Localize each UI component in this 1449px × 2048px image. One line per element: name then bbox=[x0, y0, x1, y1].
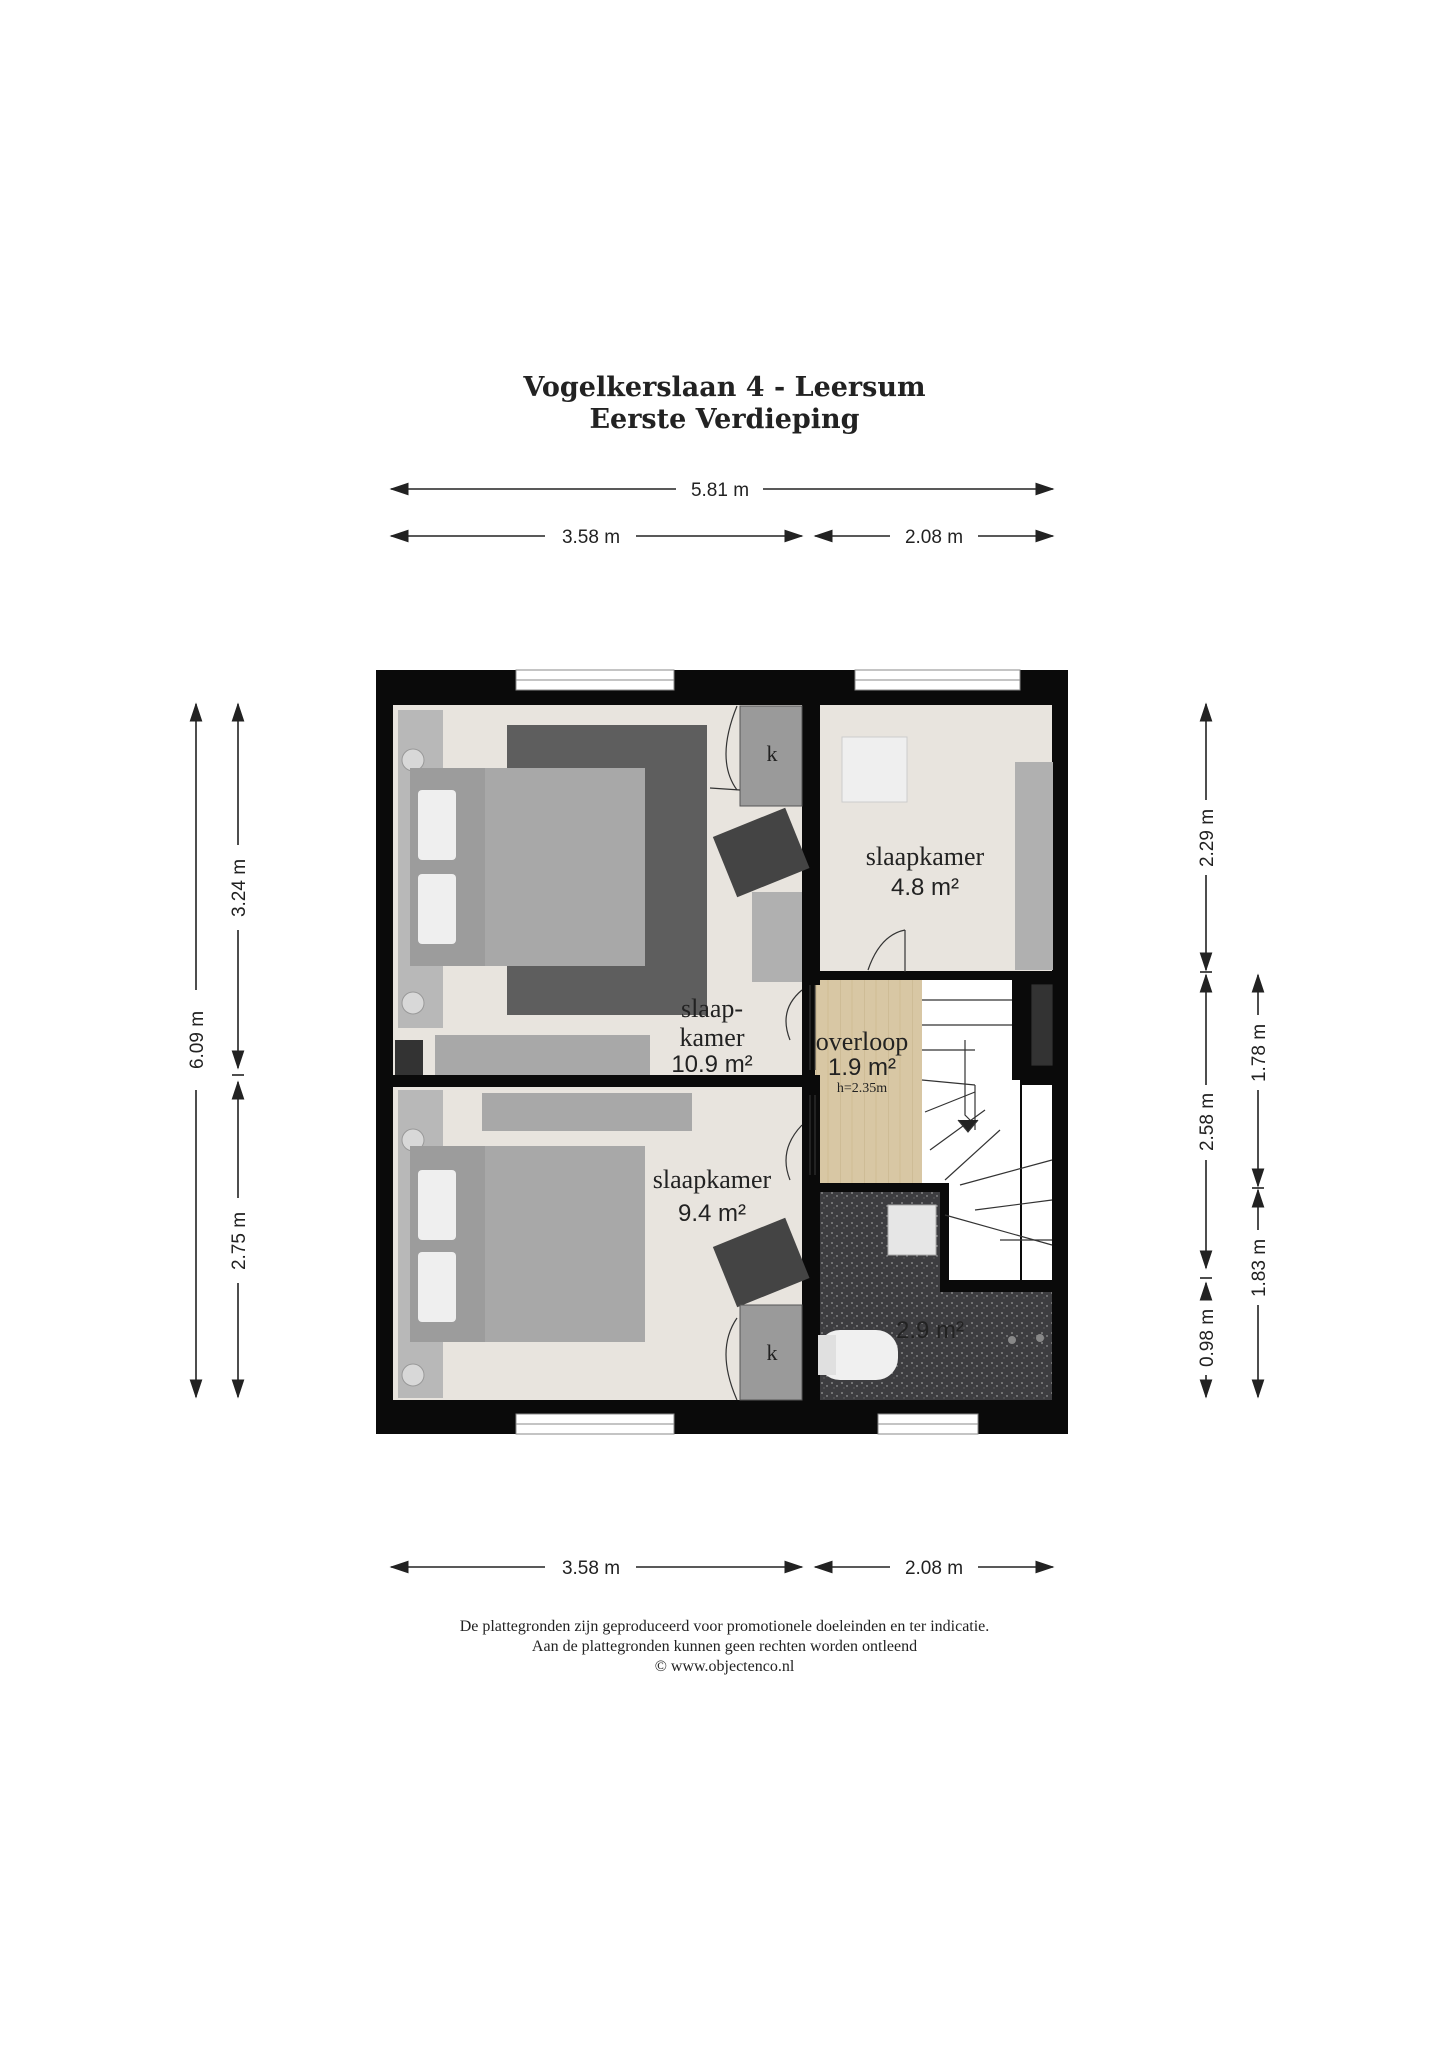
sink bbox=[887, 1204, 937, 1256]
bathroom-fixtures bbox=[818, 1204, 1044, 1380]
bedroom-large-label-2: kamer bbox=[680, 1023, 745, 1052]
bedroom-small-area: 4.8 m² bbox=[891, 874, 959, 901]
closet-bottom bbox=[739, 1304, 803, 1401]
wardrobe bbox=[435, 1035, 650, 1075]
bedroom-small-furniture bbox=[841, 736, 1053, 972]
dim-left-upper: 3.24 m bbox=[229, 859, 250, 917]
pillow bbox=[418, 1252, 456, 1322]
dim-left-lower: 2.75 m bbox=[229, 1212, 250, 1270]
dim-right-outer-upper: 1.78 m bbox=[1249, 1024, 1270, 1082]
disclaimer-line-2: Aan de plattegronden kunnen geen rechten… bbox=[531, 1638, 918, 1655]
pillow bbox=[418, 790, 456, 860]
bedroom-lower-label: slaapkamer bbox=[653, 1165, 772, 1194]
nightstand bbox=[841, 736, 908, 803]
radiator bbox=[395, 1040, 423, 1075]
armchair bbox=[712, 807, 810, 898]
landing-label: overloop bbox=[816, 1027, 908, 1056]
staircase bbox=[921, 984, 1053, 1246]
pillow bbox=[418, 874, 456, 944]
floor-title: Eerste Verdieping bbox=[589, 404, 860, 435]
dim-bottom-right: 2.08 m bbox=[905, 1558, 963, 1579]
landing-doors bbox=[809, 985, 816, 1175]
closet-top bbox=[739, 705, 803, 807]
dim-bottom-left: 3.58 m bbox=[562, 1558, 620, 1579]
dim-top-total: 5.81 m bbox=[691, 480, 749, 501]
dimension-labels: 5.81 m 3.58 m 2.08 m 3.58 m 2.08 m 6.09 … bbox=[187, 480, 1270, 1579]
bedroom-lower-area: 9.4 m² bbox=[678, 1200, 746, 1227]
windows bbox=[515, 669, 1021, 1435]
dimension-lines bbox=[189, 482, 1265, 1574]
bedroom-large-furniture bbox=[395, 705, 810, 1075]
dim-top-right: 2.08 m bbox=[905, 527, 963, 548]
bedroom-large-area: 10.9 m² bbox=[671, 1051, 752, 1078]
bedroom-small-label: slaapkamer bbox=[866, 842, 985, 871]
dim-left-total: 6.09 m bbox=[187, 1011, 208, 1069]
armchair bbox=[712, 1217, 810, 1308]
closet-bottom-label: k bbox=[767, 1340, 778, 1365]
cabinet bbox=[1015, 762, 1053, 970]
wardrobe bbox=[482, 1093, 692, 1131]
bedroom-lower-furniture bbox=[398, 989, 810, 1401]
address-title: Vogelkerslaan 4 - Leersum bbox=[523, 372, 926, 403]
landing-area: 1.9 m² bbox=[828, 1054, 896, 1081]
dim-right-lower: 0.98 m bbox=[1197, 1309, 1218, 1367]
dim-right-outer-lower: 1.83 m bbox=[1249, 1239, 1270, 1297]
dim-right-upper: 2.29 m bbox=[1197, 809, 1218, 867]
room-labels: slaap- kamer 10.9 m² slaapkamer 4.8 m² o… bbox=[653, 741, 985, 1365]
landing-floor bbox=[815, 980, 923, 1183]
stairs-area-right bbox=[1022, 1085, 1052, 1280]
bedroom-large-label-1: slaap- bbox=[681, 994, 743, 1023]
bathroom-floor-ext bbox=[940, 1292, 1052, 1400]
desk bbox=[752, 892, 802, 982]
disclaimer: De plattegronden zijn geproduceerd voor … bbox=[0, 1617, 1449, 1677]
pillow bbox=[418, 1170, 456, 1240]
toilet bbox=[818, 1330, 898, 1380]
closet-top-label: k bbox=[767, 741, 778, 766]
dim-right-middle: 2.58 m bbox=[1197, 1093, 1218, 1151]
bathroom-area: 2.9 m² bbox=[896, 1317, 964, 1344]
copyright-line: © www.objectenco.nl bbox=[654, 1658, 795, 1675]
disclaimer-line-1: De plattegronden zijn geproduceerd voor … bbox=[459, 1618, 990, 1635]
dim-top-left: 3.58 m bbox=[562, 527, 620, 548]
landing-height: h=2.35m bbox=[837, 1081, 887, 1096]
